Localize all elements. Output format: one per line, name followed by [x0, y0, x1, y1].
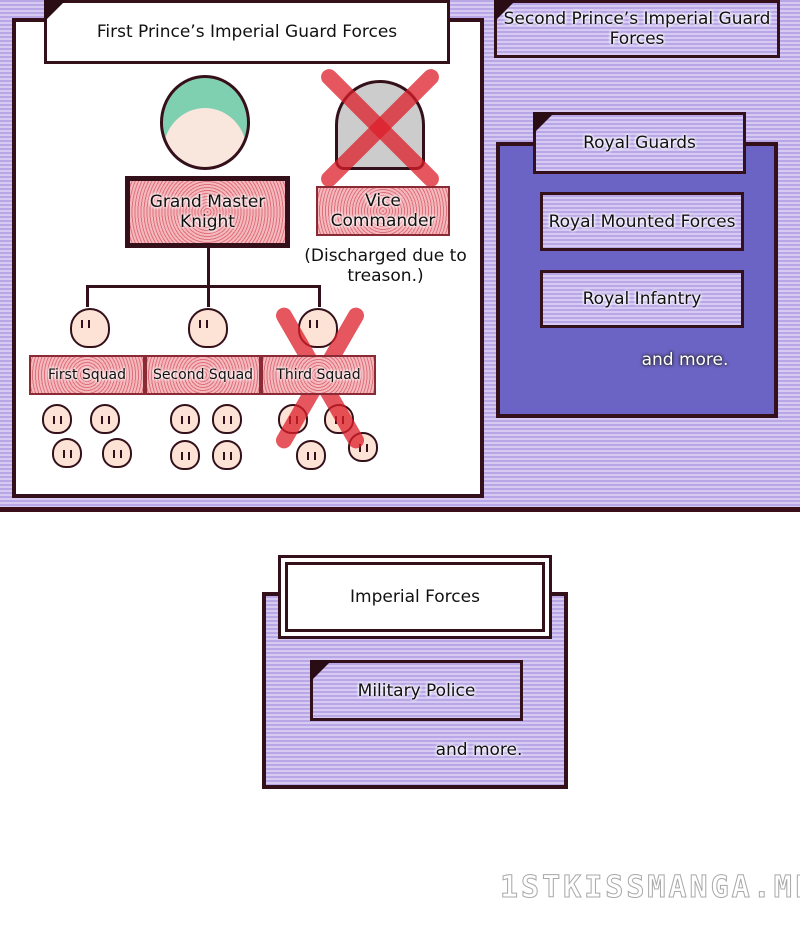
divider — [0, 507, 800, 512]
soldier-icon — [212, 440, 242, 470]
royal-mounted-forces: Royal Mounted Forces — [540, 192, 744, 251]
connector — [86, 285, 320, 288]
soldier-icon — [42, 404, 72, 434]
tab-corner — [533, 112, 555, 134]
imperial-forces-title: Imperial Forces — [285, 562, 545, 632]
connector — [207, 285, 210, 307]
second-squad: Second Squad — [145, 355, 261, 395]
connector — [207, 248, 210, 286]
tab-corner — [44, 0, 66, 22]
soldier-icon — [170, 440, 200, 470]
royal-infantry: Royal Infantry — [540, 270, 744, 328]
soldier-icon — [212, 404, 242, 434]
soldier-icon — [52, 438, 82, 468]
connector — [318, 285, 321, 307]
tab-corner — [494, 0, 516, 22]
tab-corner — [310, 660, 332, 682]
soldier-icon — [102, 438, 132, 468]
third-squad: Third Squad — [261, 355, 376, 395]
soldier-icon — [170, 404, 200, 434]
and-more-text: and more. — [641, 350, 729, 370]
squad-leader-icon — [70, 308, 110, 348]
grand-master-avatar — [160, 75, 250, 170]
first-squad: First Squad — [29, 355, 145, 395]
vice-commander-box: Vice Commander — [316, 186, 450, 236]
imperial-forces-title-frame: Imperial Forces — [278, 555, 552, 639]
first-prince-title: First Prince’s Imperial Guard Forces — [44, 0, 450, 64]
soldier-icon — [90, 404, 120, 434]
watermark: 1STKISSMANGA.ME — [500, 870, 800, 906]
military-police: Military Police — [310, 660, 523, 721]
vice-note: (Discharged due to treason.) — [304, 246, 467, 286]
royal-guards-title: Royal Guards — [533, 112, 746, 174]
soldier-icon — [296, 440, 326, 470]
squad-leader-icon — [188, 308, 228, 348]
and-more-text: and more. — [435, 740, 523, 760]
second-prince-title: Second Prince’s Imperial Guard Forces — [494, 0, 780, 58]
connector — [86, 285, 89, 307]
grand-master-box: Grand Master Knight — [125, 176, 290, 248]
